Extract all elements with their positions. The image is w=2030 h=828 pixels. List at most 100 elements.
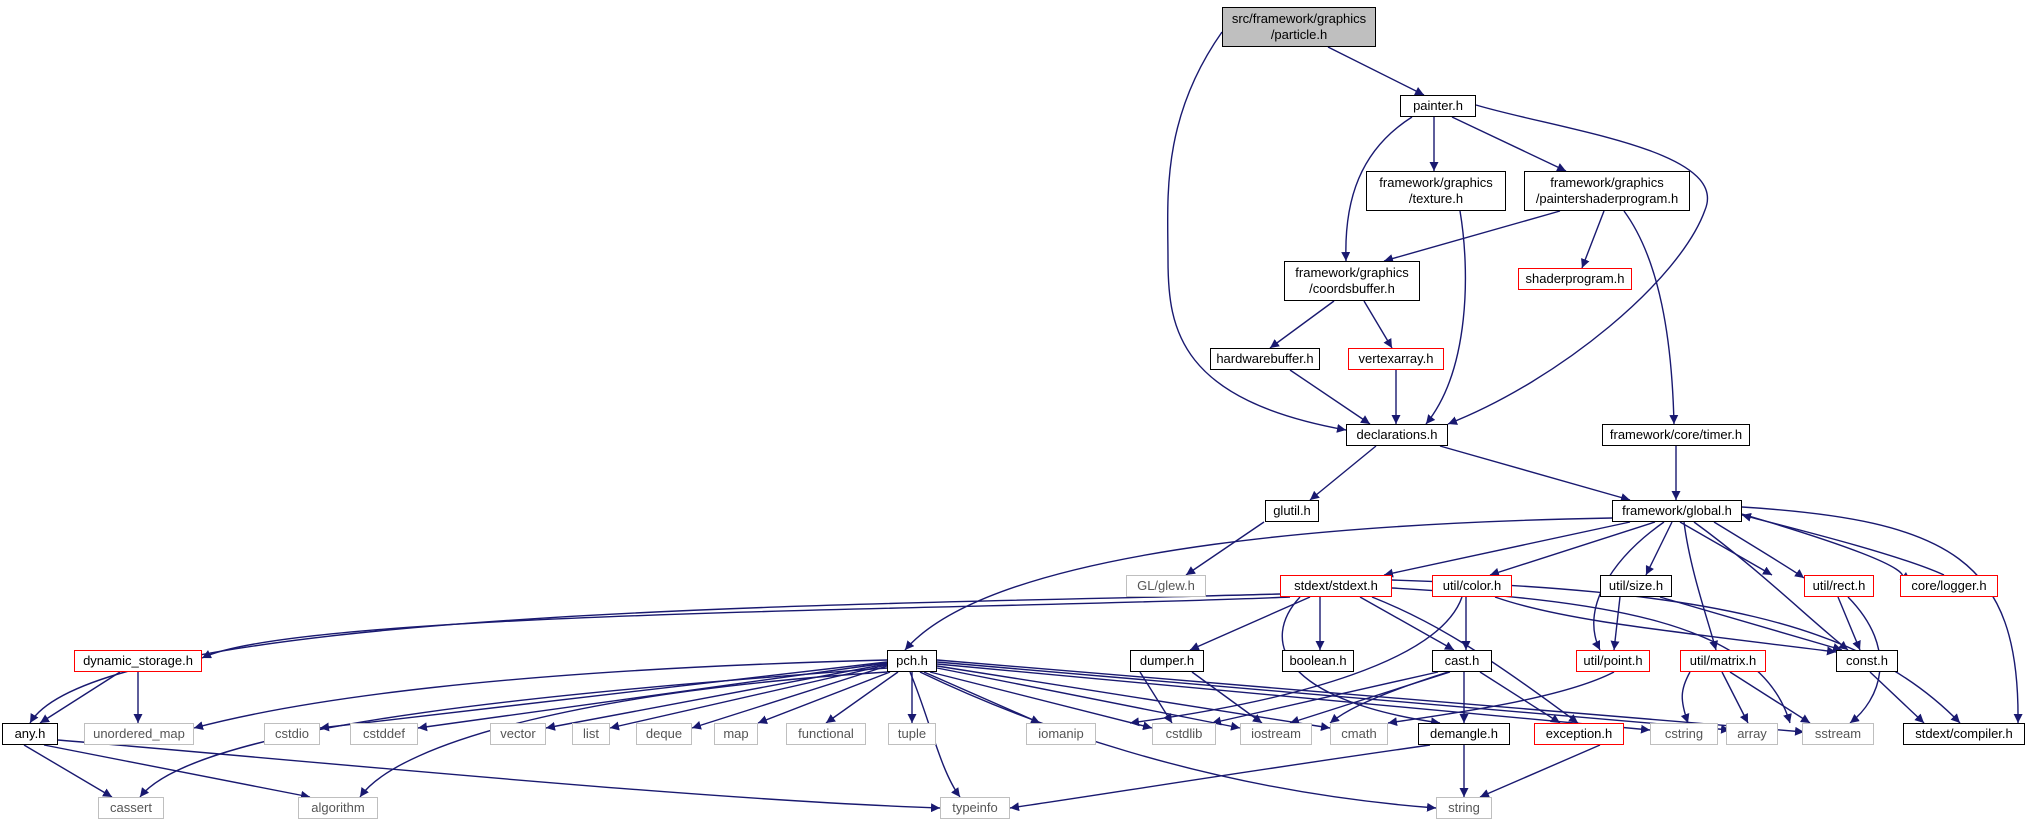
node-boolean-h[interactable]: boolean.h: [1282, 650, 1354, 672]
node-unordered-map: unordered_map: [84, 723, 194, 745]
dependency-edge: [1189, 596, 1311, 651]
dependency-edge: [1741, 512, 1945, 576]
dependency-edge: [1713, 521, 1805, 579]
dependency-edge: [1329, 671, 1449, 724]
node-tuple: tuple: [888, 723, 936, 745]
dependency-edge: [1185, 521, 1265, 576]
dependency-edge: [23, 744, 113, 798]
node-dynamic-storage-h[interactable]: dynamic_storage.h: [74, 650, 202, 672]
dependency-edge: [936, 663, 1651, 734]
node-list: list: [572, 723, 610, 745]
dependency-edge: [29, 593, 1281, 724]
dependency-edge: [1659, 596, 1843, 652]
node-functional: functional: [786, 723, 866, 745]
dependency-edge: [57, 739, 941, 813]
node-sstream: sstream: [1802, 723, 1874, 745]
node-any-h[interactable]: any.h: [2, 723, 58, 745]
node-hardwarebuffer-h[interactable]: hardwarebuffer.h: [1210, 348, 1320, 370]
dependency-edge: [1451, 116, 1567, 172]
node-point-h[interactable]: util/point.h: [1576, 650, 1650, 672]
dependency-edge: [201, 596, 1291, 659]
node-cstdio: cstdio: [264, 723, 320, 745]
dependency-edge: [825, 671, 899, 724]
dependency-edge: [1869, 671, 1925, 724]
node-map: map: [714, 723, 758, 745]
dependency-edge: [1211, 671, 1439, 726]
node-coordsbuffer-h[interactable]: framework/graphics /coordsbuffer.h: [1284, 261, 1420, 301]
dependency-edge: [691, 665, 888, 730]
dependency-edge: [1721, 671, 1749, 724]
dependency-edge: [1679, 521, 1773, 576]
dependency-edge: [1680, 671, 1691, 724]
dependency-edge: [1269, 300, 1335, 349]
node-logger-h[interactable]: core/logger.h: [1900, 575, 1998, 597]
dependency-edge: [1129, 596, 1463, 727]
dependency-edge: [1009, 744, 1431, 812]
dependency-edge: [936, 665, 1331, 732]
dependency-edge: [319, 661, 888, 732]
dependency-edge: [39, 671, 121, 724]
node-matrix-h[interactable]: util/matrix.h: [1680, 650, 1766, 672]
dependency-edge: [359, 671, 888, 798]
node-timer-h[interactable]: framework/core/timer.h: [1602, 424, 1750, 446]
node-algorithm: algorithm: [298, 797, 378, 819]
dependency-edge: [545, 663, 888, 731]
dependency-edge: [1729, 671, 1811, 724]
dependency-edge: [1479, 744, 1601, 798]
dependency-edge: [1387, 671, 1615, 727]
node-glutil-h[interactable]: glutil.h: [1265, 500, 1319, 522]
dependency-edge: [1425, 210, 1467, 425]
node-typeinfo: typeinfo: [940, 797, 1010, 819]
node-shaderprogram-h[interactable]: shaderprogram.h: [1518, 268, 1632, 290]
node-cstdlib: cstdlib: [1152, 723, 1216, 745]
node-painter-h[interactable]: painter.h: [1400, 95, 1476, 117]
dependency-edge: [936, 661, 1731, 734]
dependency-edge: [1693, 521, 1849, 651]
dependency-edge: [1683, 521, 1719, 651]
node-exception-h[interactable]: exception.h: [1534, 723, 1624, 745]
dependency-edge: [1309, 445, 1377, 501]
dependency-edge: [1289, 369, 1371, 425]
node-demangle-h[interactable]: demangle.h: [1418, 723, 1510, 745]
node-const-h[interactable]: const.h: [1836, 650, 1898, 672]
dependency-edge: [1341, 116, 1413, 262]
node-vertexarray-h[interactable]: vertexarray.h: [1348, 348, 1444, 370]
node-declarations-h[interactable]: declarations.h: [1346, 424, 1448, 446]
node-iostream: iostream: [1240, 723, 1312, 745]
dependency-edge: [1327, 46, 1425, 96]
dependency-edge: [1166, 31, 1347, 433]
dependency-edge: [1447, 104, 1709, 425]
dependency-edge: [936, 667, 1241, 731]
node-stdext-h[interactable]: stdext/stdext.h: [1280, 575, 1392, 597]
dependency-edge: [1494, 596, 1837, 656]
dependency-edge: [1610, 596, 1621, 651]
node-size-h[interactable]: util/size.h: [1600, 575, 1672, 597]
node-compiler-h[interactable]: stdext/compiler.h: [1903, 723, 2025, 745]
node-global-h[interactable]: framework/global.h: [1612, 500, 1742, 522]
dependency-edge: [1383, 521, 1631, 578]
node-color-h[interactable]: util/color.h: [1432, 575, 1512, 597]
dependency-edge: [1439, 445, 1631, 502]
node-dumper-h[interactable]: dumper.h: [1130, 650, 1204, 672]
dependency-edge: [1645, 521, 1673, 576]
node-iomanip: iomanip: [1026, 723, 1096, 745]
node-cast-h[interactable]: cast.h: [1432, 650, 1492, 672]
dependency-edge: [1623, 210, 1679, 425]
node-deque: deque: [636, 723, 692, 745]
dependency-edge: [1359, 596, 1455, 651]
dependency-edge: [1837, 596, 1861, 651]
node-particle-h: src/framework/graphics /particle.h: [1222, 7, 1376, 47]
dependency-edge: [757, 671, 891, 724]
node-rect-h[interactable]: util/rect.h: [1804, 575, 1874, 597]
node-paintershaderprogram-h[interactable]: framework/graphics /paintershaderprogram…: [1524, 171, 1690, 211]
node-cstddef: cstddef: [350, 723, 418, 745]
dependency-edge: [1741, 506, 2023, 724]
node-texture-h[interactable]: framework/graphics /texture.h: [1366, 171, 1506, 211]
node-glew-h: GL/glew.h: [1126, 575, 1206, 597]
node-array: array: [1726, 723, 1778, 745]
dependency-edge: [923, 671, 1041, 724]
node-pch-h[interactable]: pch.h: [887, 650, 937, 672]
dependency-edge: [1383, 210, 1561, 263]
dependency-edge: [1391, 579, 1961, 724]
